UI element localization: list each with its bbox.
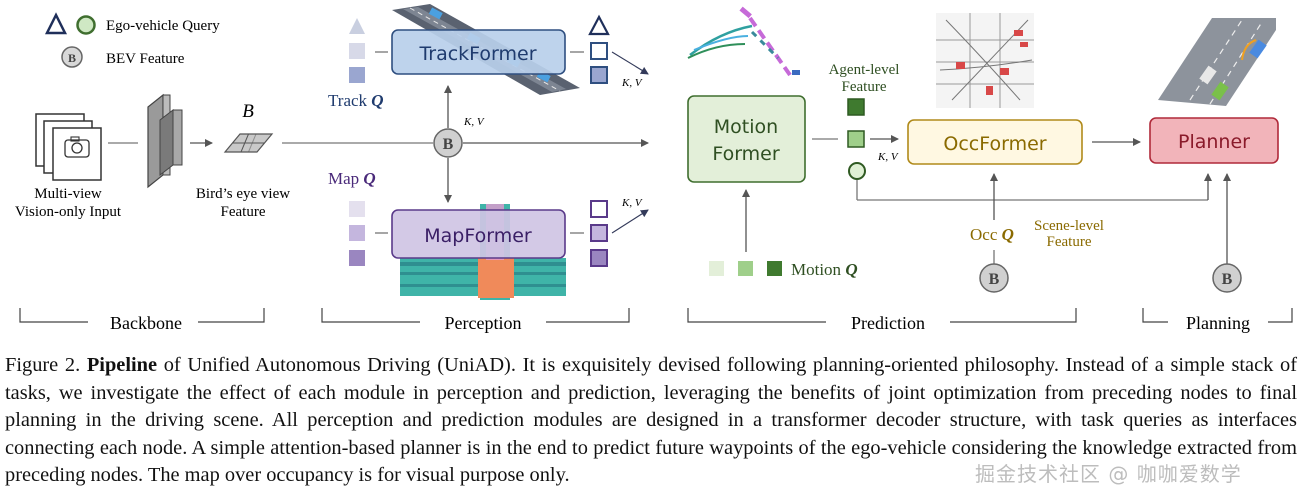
section-perception: Perception [445,313,522,333]
scene-level-label-2: Feature [1047,234,1092,250]
track-query-square [349,67,365,83]
bev-label-line1: Bird’s eye view [196,186,290,202]
bev-node-planner [1212,263,1242,293]
bev-legend-letter: B [68,51,76,65]
planning-road-image [1158,18,1276,106]
track-former-label: TrackFormer [418,43,536,65]
planner-box [1149,117,1279,164]
figure-caption: Figure 2. Pipeline of Unified Autonomous… [5,354,1297,487]
occ-former-label: OccFormer [943,133,1046,155]
scene-level-label-1: Scene-level [1034,218,1104,234]
section-prediction: Prediction [851,313,925,333]
motion-former-label-2: Former [712,143,780,165]
backbone-encoder-icon [147,93,183,189]
motion-former-box [687,95,806,183]
track-output-triangle-icon [588,14,610,36]
motion-former-label-1: Motion [714,116,778,138]
track-former-box [391,29,566,75]
occupancy-image [936,13,1034,108]
occ-former-box [907,119,1083,165]
map-former-box [391,209,566,259]
bev-node-planner-letter: B [1222,271,1233,288]
planner-label: Planner [1178,131,1250,153]
section-bracket-perception [321,308,630,323]
bev-node-letter: B [443,136,454,153]
watermark-text: 掘金技术社区 @ 咖咖爱数学 [975,462,1242,486]
section-backbone: Backbone [110,313,182,333]
track-query-triangle-icon [349,18,365,34]
legend-ego-query: Ego-vehicle Query [106,18,220,34]
ego-query-circle-icon [76,15,96,35]
bev-node-occ-letter: B [989,271,1000,288]
bev-node-kv-label: K, V [463,116,485,128]
multi-view-camera-icon [35,113,102,181]
agent-level-label-2: Feature [842,79,887,95]
map-query-square [349,250,365,266]
agent-feature-square [847,130,865,148]
occ-kv-label: K, V [877,151,899,163]
section-bracket-prediction [687,308,1077,323]
agent-level-label-1: Agent-level [829,62,900,78]
motion-query-square [709,261,724,276]
track-query-label: Track Q [328,91,384,110]
map-query-square [349,201,365,217]
motion-query-label: Motion Q [791,260,858,279]
map-output-square [590,224,608,242]
ego-query-triangle-icon [44,12,68,35]
motion-trajectory-image [687,6,800,77]
input-label-line1: Multi-view [34,186,102,202]
section-bracket-planning [1142,308,1293,323]
bev-label-line2: Feature [221,204,266,220]
motion-query-square [767,261,782,276]
occ-query-label: Occ Q [970,225,1014,244]
agent-feature-square [847,98,865,116]
track-kv-label: K, V [621,77,643,89]
bev-node-perception [433,128,463,158]
track-output-square [590,42,608,60]
bev-symbol: B [242,101,254,122]
map-output-square [590,249,608,267]
section-planning: Planning [1186,313,1250,333]
map-kv-label: K, V [621,197,643,209]
section-bracket-backbone [19,308,265,323]
agent-feature-circle [848,162,866,180]
bev-node-occ [979,263,1009,293]
legend-bev-feature: BEV Feature [106,51,185,67]
track-output-square [590,66,608,84]
track-query-square [349,43,365,59]
map-output-square [590,200,608,218]
map-former-label: MapFormer [424,225,532,247]
motion-query-square [738,261,753,276]
uniad-pipeline-diagram: Ego-vehicle Query B BEV Feature Multi-vi… [15,4,1293,333]
map-query-square [349,225,365,241]
caption-bold: Pipeline [86,354,158,376]
input-label-line2: Vision-only Input [15,204,122,220]
bev-grid-icon [223,133,274,153]
bev-legend-icon [61,46,83,68]
map-query-label: Map Q [328,169,376,188]
